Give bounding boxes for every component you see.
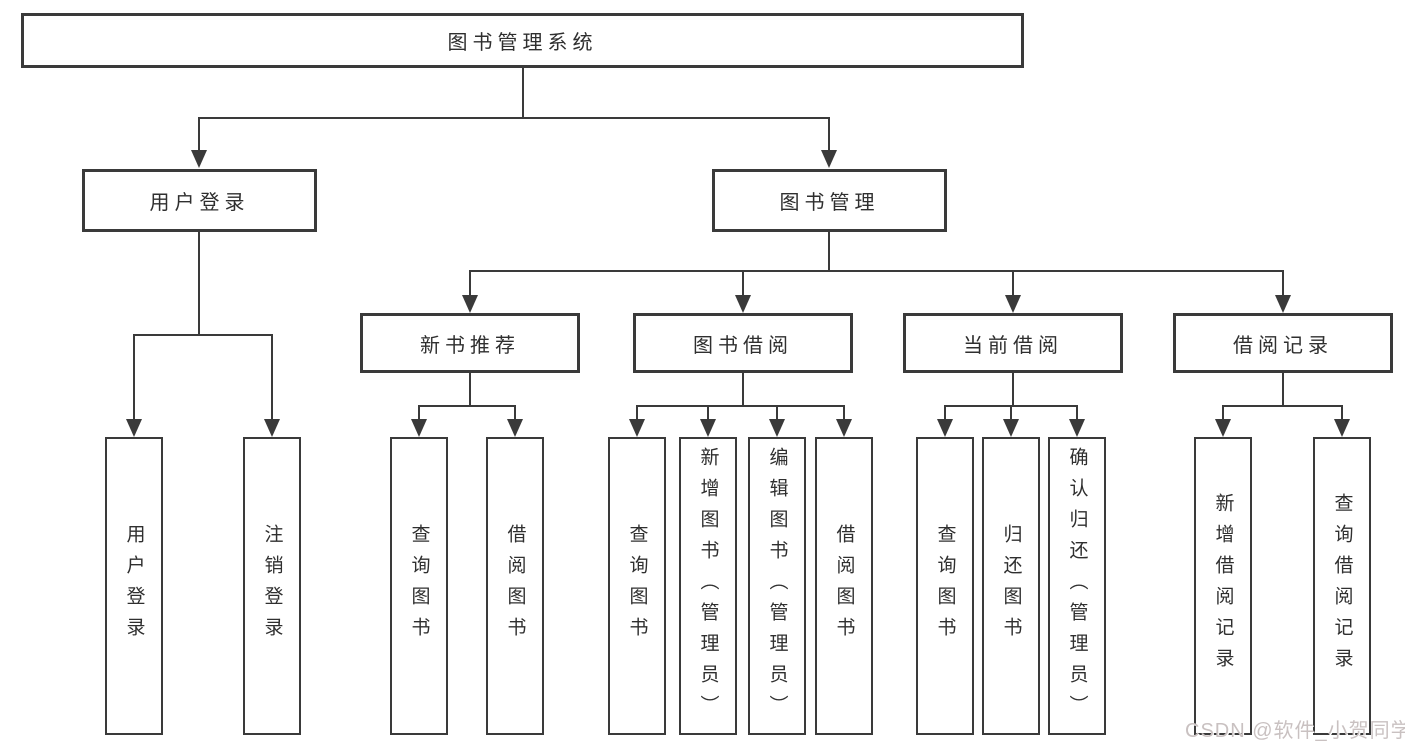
arrow-down-icon bbox=[937, 419, 953, 437]
leaf-query-books-current: 查询图书 bbox=[916, 437, 974, 735]
node-borrowing-records: 借阅记录 bbox=[1173, 313, 1393, 373]
edge-line bbox=[1222, 405, 1224, 421]
leaf-borrow-books-borrowing-label: 借阅图书 bbox=[833, 524, 855, 648]
node-new-book-recommendation: 新书推荐 bbox=[360, 313, 580, 373]
edge-line bbox=[944, 405, 946, 421]
edge-line bbox=[198, 117, 830, 119]
leaf-return-books: 归还图书 bbox=[982, 437, 1040, 735]
edge-line bbox=[742, 373, 744, 407]
edge-line bbox=[133, 334, 135, 419]
leaf-logout: 注销登录 bbox=[243, 437, 301, 735]
edge-line bbox=[514, 405, 516, 421]
leaf-query-books-recommend: 查询图书 bbox=[390, 437, 448, 735]
arrow-down-icon bbox=[821, 150, 837, 168]
edge-line bbox=[198, 117, 200, 151]
edge-line bbox=[742, 270, 744, 297]
arrow-down-icon bbox=[769, 419, 785, 437]
edge-line bbox=[636, 405, 844, 407]
node-library-management-system: 图书管理系统 bbox=[21, 13, 1024, 68]
node-book-management: 图书管理 bbox=[712, 169, 947, 232]
leaf-confirm-return-admin: 确认归还（管理员） bbox=[1048, 437, 1106, 735]
edge-line bbox=[1282, 373, 1284, 407]
leaf-add-book-admin: 新增图书（管理员） bbox=[679, 437, 737, 735]
edge-line bbox=[1282, 270, 1284, 297]
edge-line bbox=[1341, 405, 1343, 421]
edge-line bbox=[776, 405, 778, 421]
arrow-down-icon bbox=[507, 419, 523, 437]
arrow-down-icon bbox=[836, 419, 852, 437]
leaf-query-borrow-record: 查询借阅记录 bbox=[1313, 437, 1371, 735]
leaf-edit-book-admin: 编辑图书（管理员） bbox=[748, 437, 806, 735]
arrow-down-icon bbox=[462, 295, 478, 313]
edge-line bbox=[828, 232, 830, 272]
edge-line bbox=[707, 405, 709, 421]
edge-line bbox=[636, 405, 638, 421]
edge-line bbox=[469, 373, 471, 407]
watermark: CSDN @软件_小贺同学 bbox=[1185, 720, 1405, 742]
leaf-add-borrow-record-label: 新增借阅记录 bbox=[1212, 493, 1234, 679]
edge-line bbox=[1076, 405, 1078, 421]
edge-line bbox=[1012, 373, 1014, 407]
edge-line bbox=[198, 232, 200, 336]
leaf-query-books-recommend-label: 查询图书 bbox=[408, 524, 430, 648]
edge-line bbox=[469, 270, 471, 297]
edge-line bbox=[418, 405, 420, 421]
edge-line bbox=[1222, 405, 1343, 407]
edge-line bbox=[418, 405, 516, 407]
leaf-query-borrow-record-label: 查询借阅记录 bbox=[1331, 493, 1353, 679]
leaf-query-books-current-label: 查询图书 bbox=[934, 524, 956, 648]
arrow-down-icon bbox=[126, 419, 142, 437]
arrow-down-icon bbox=[1275, 295, 1291, 313]
edge-line bbox=[828, 117, 830, 151]
leaf-borrow-books-recommend: 借阅图书 bbox=[486, 437, 544, 735]
arrow-down-icon bbox=[264, 419, 280, 437]
edge-line bbox=[271, 334, 273, 419]
edge-line bbox=[1012, 270, 1014, 297]
arrow-down-icon bbox=[1215, 419, 1231, 437]
leaf-borrow-books-recommend-label: 借阅图书 bbox=[504, 524, 526, 648]
node-book-borrowing: 图书借阅 bbox=[633, 313, 853, 373]
leaf-edit-book-admin-label: 编辑图书（管理员） bbox=[766, 446, 788, 726]
leaf-user-login-label: 用户登录 bbox=[123, 524, 145, 648]
leaf-query-books-borrowing: 查询图书 bbox=[608, 437, 666, 735]
node-user-login: 用户登录 bbox=[82, 169, 317, 232]
arrow-down-icon bbox=[1069, 419, 1085, 437]
leaf-borrow-books-borrowing: 借阅图书 bbox=[815, 437, 873, 735]
leaf-add-borrow-record: 新增借阅记录 bbox=[1194, 437, 1252, 735]
arrow-down-icon bbox=[1003, 419, 1019, 437]
arrow-down-icon bbox=[1005, 295, 1021, 313]
leaf-user-login: 用户登录 bbox=[105, 437, 163, 735]
edge-line bbox=[469, 270, 1284, 272]
edge-line bbox=[522, 68, 524, 119]
arrow-down-icon bbox=[629, 419, 645, 437]
leaf-return-books-label: 归还图书 bbox=[1000, 524, 1022, 648]
edge-line bbox=[1010, 405, 1012, 421]
leaf-query-books-borrowing-label: 查询图书 bbox=[626, 524, 648, 648]
edge-line bbox=[133, 334, 273, 336]
edge-line bbox=[843, 405, 845, 421]
arrow-down-icon bbox=[700, 419, 716, 437]
arrow-down-icon bbox=[191, 150, 207, 168]
arrow-down-icon bbox=[1334, 419, 1350, 437]
node-current-borrowing: 当前借阅 bbox=[903, 313, 1123, 373]
leaf-confirm-return-admin-label: 确认归还（管理员） bbox=[1066, 446, 1088, 726]
leaf-add-book-admin-label: 新增图书（管理员） bbox=[697, 446, 719, 726]
arrow-down-icon bbox=[411, 419, 427, 437]
arrow-down-icon bbox=[735, 295, 751, 313]
leaf-logout-label: 注销登录 bbox=[261, 524, 283, 648]
